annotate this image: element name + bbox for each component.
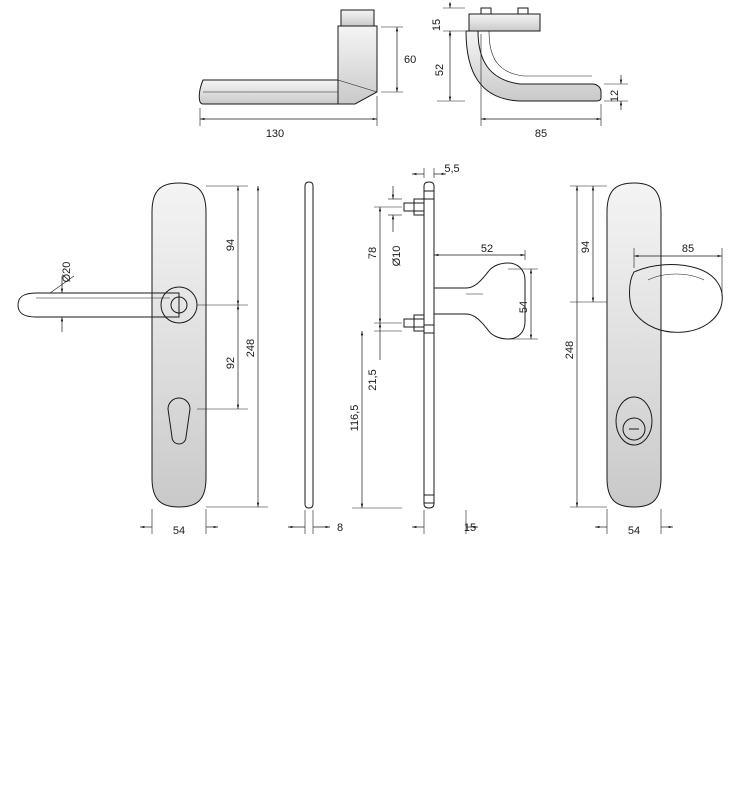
knob-front-view xyxy=(629,264,723,333)
dim-215-label: 21,5 xyxy=(367,369,379,390)
backplate-edge-outline xyxy=(304,181,314,509)
section-plate xyxy=(423,181,435,509)
lever-fixing-right xyxy=(517,7,529,15)
dim-d10-label: Ø10 xyxy=(391,246,403,267)
lever-body-side xyxy=(465,30,602,102)
knob-section-profile xyxy=(433,262,526,340)
dim-94-label-2: 94 xyxy=(580,241,592,253)
dim-130-label: 130 xyxy=(266,128,284,140)
cylinder-keyhole-1 xyxy=(167,397,191,445)
cylinder-core-2 xyxy=(622,417,646,441)
dim-78-label: 78 xyxy=(367,247,379,259)
knob-highlight xyxy=(647,273,705,281)
dim-d20-label: Ø20 xyxy=(61,262,73,283)
section-cap-base xyxy=(423,494,435,504)
backplate-section-view-knob: 5,5 Ø10 78 21,5 116,5 52 54 xyxy=(349,163,538,534)
dim-54c-label: 54 xyxy=(628,525,640,537)
dim-85b-label: 85 xyxy=(682,243,694,255)
section-spindle-collar xyxy=(413,198,425,216)
dim-15b-label: 15 xyxy=(464,522,476,534)
backplate-front-view-lever: Ø20 94 92 248 54 xyxy=(17,182,268,537)
dim-248-label-2: 248 xyxy=(564,341,576,359)
dim-1165-label: 116,5 xyxy=(349,405,361,432)
dim-54-label-1: 54 xyxy=(173,525,185,537)
lever-front-1 xyxy=(17,292,180,318)
lever-chamfer xyxy=(337,79,378,93)
lever-rose-block xyxy=(468,13,541,32)
section-cap-top xyxy=(423,190,435,200)
backplate-outline-1 xyxy=(151,182,207,508)
dim-55-label: 5,5 xyxy=(444,163,459,175)
dim-248-label-1: 248 xyxy=(245,339,257,357)
lever-inner-edge xyxy=(488,30,592,77)
backplate-front-view-knob: 94 248 85 54 xyxy=(564,182,723,537)
dim-60-label: 60 xyxy=(404,54,416,66)
lever-top-view: 60 130 xyxy=(198,9,416,140)
backplate-outline-2 xyxy=(606,182,662,508)
section-cap-bottom xyxy=(423,324,435,334)
lever-boss xyxy=(340,9,375,27)
lever-side-view: 15 52 12 85 xyxy=(431,2,628,140)
dim-85-label: 85 xyxy=(535,128,547,140)
dim-94-label-1: 94 xyxy=(225,239,237,251)
dim-54b-label: 54 xyxy=(518,301,530,313)
dim-92-label-1: 92 xyxy=(225,357,237,369)
lever-fixing-left xyxy=(480,7,492,15)
backplate-edge-view: 8 xyxy=(288,181,343,534)
dim-15-label: 15 xyxy=(431,19,443,31)
cylinder-escutcheon-2 xyxy=(615,396,653,446)
dim-52b-label: 52 xyxy=(481,243,493,255)
dim-8-label: 8 xyxy=(337,522,343,534)
dim-12-label: 12 xyxy=(609,90,621,102)
section-fixing-collar xyxy=(413,314,425,332)
dim-52-label: 52 xyxy=(434,64,446,76)
lever-neck xyxy=(337,25,378,105)
